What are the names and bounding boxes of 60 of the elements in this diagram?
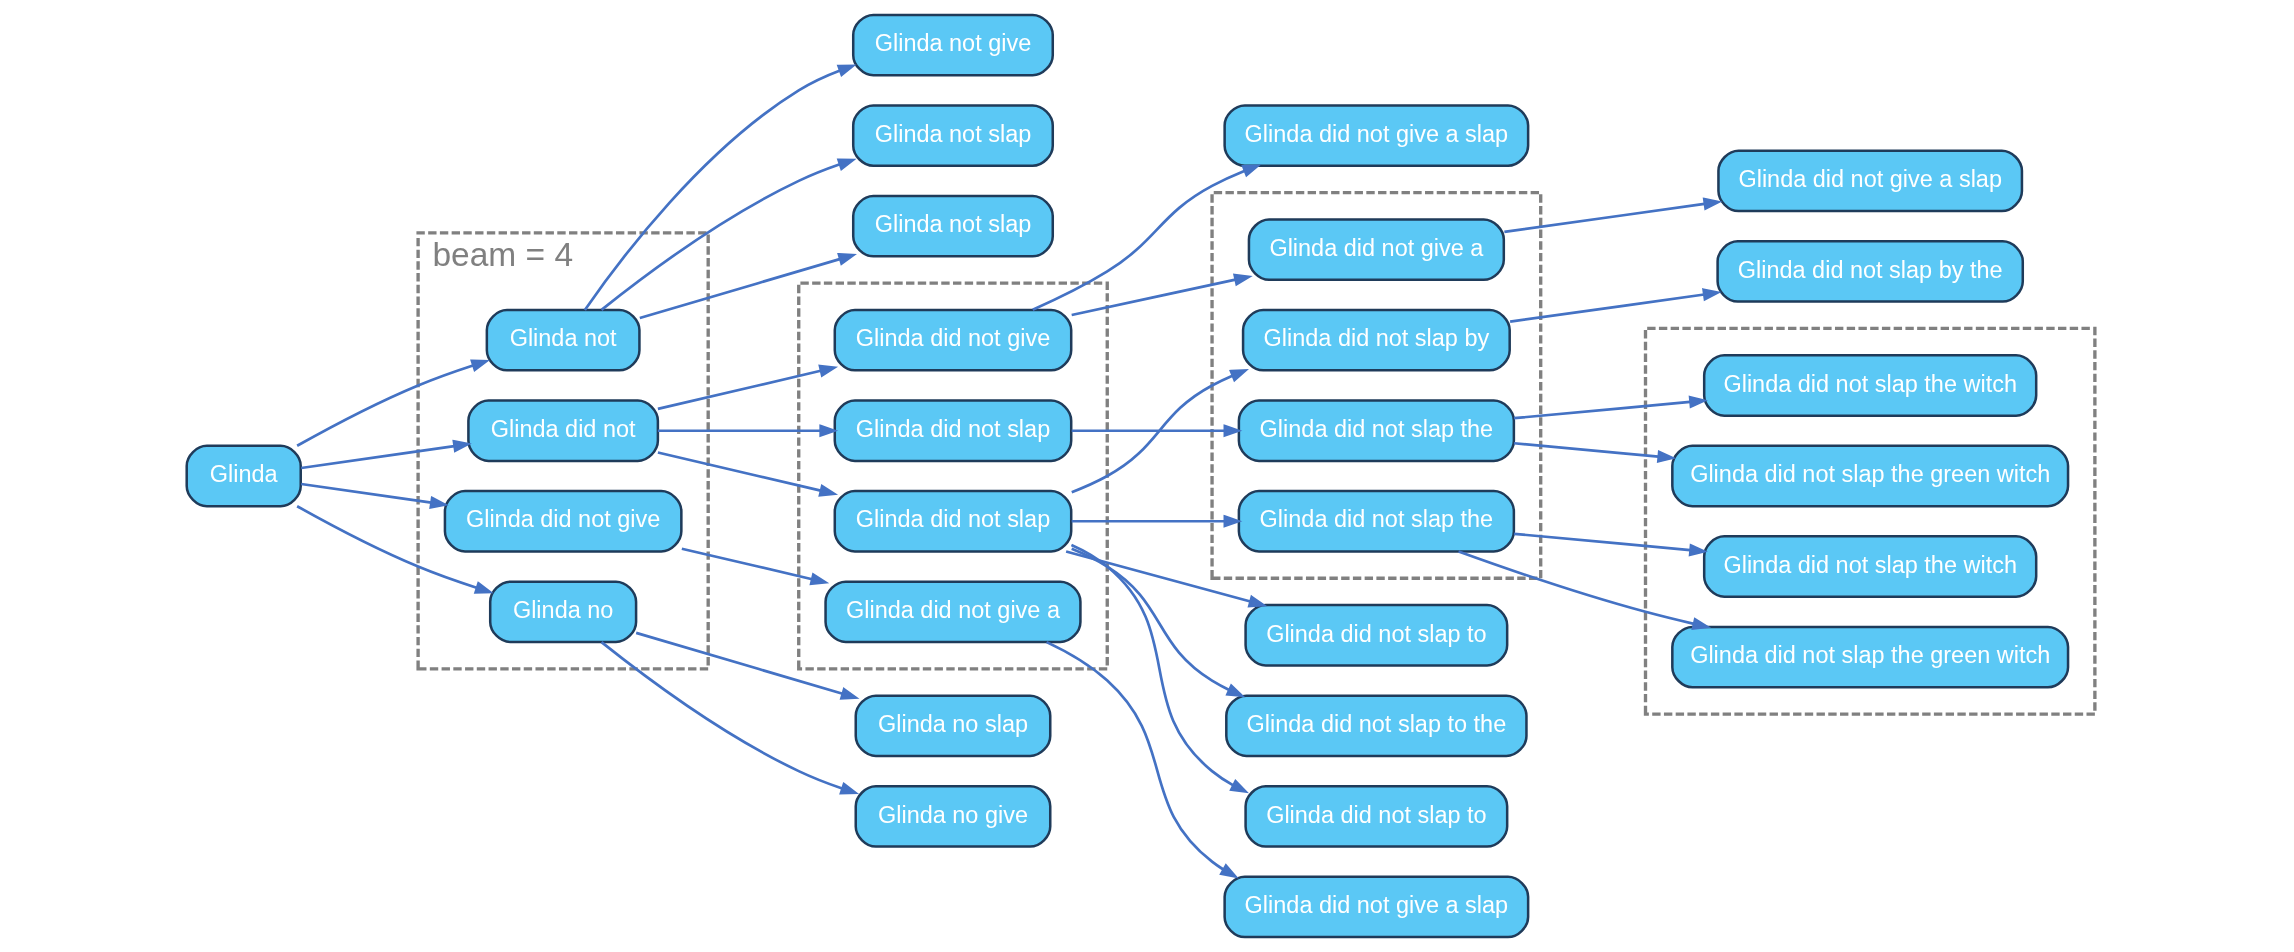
node-box: Glinda did not slap to the <box>1224 694 1528 758</box>
node-box: Glinda did not <box>466 399 659 463</box>
arrow <box>1513 532 1708 557</box>
node-box: Glinda did not slap the witch <box>1702 535 2037 598</box>
arrow <box>1457 550 1711 630</box>
node-box: Glinda did not give <box>833 308 1072 372</box>
cluster <box>1643 326 2097 716</box>
node-box: Glinda did not slap <box>833 489 1072 553</box>
arrow <box>1503 197 1722 234</box>
cluster <box>1209 190 1542 580</box>
node-box: Glinda not give <box>851 13 1054 77</box>
node-box: Glinda no slap <box>854 694 1051 758</box>
arrow <box>1509 288 1722 323</box>
node-box: Glinda not slap <box>851 104 1054 168</box>
arrow <box>681 547 829 586</box>
arrow <box>1513 441 1676 464</box>
arrow <box>1045 640 1239 879</box>
node-box: Glinda did not slap the green witch <box>1670 625 2069 689</box>
arrow <box>1071 514 1242 528</box>
node-box: Glinda did not slap the <box>1237 489 1515 553</box>
arrow <box>583 64 857 311</box>
arrow <box>638 253 857 320</box>
arrow <box>600 641 859 795</box>
node-box: Glinda did not give a <box>1247 218 1505 282</box>
node-box: Glinda not <box>485 308 641 372</box>
node-box: Glinda did not slap by <box>1241 308 1511 372</box>
arrow <box>300 482 449 509</box>
cluster <box>796 281 1109 671</box>
arrow <box>1070 368 1249 494</box>
node-box: Glinda did not give a slap <box>1222 104 1529 168</box>
arrow <box>1070 543 1249 794</box>
arrow <box>296 359 490 447</box>
node-box: Glinda no <box>488 580 637 644</box>
node-box: Glinda not slap <box>851 194 1054 258</box>
arrow <box>600 158 857 311</box>
node-box: Glinda did not give a slap <box>1716 149 2023 213</box>
arrow <box>635 631 859 700</box>
arrow <box>1070 273 1253 317</box>
arrow <box>1513 395 1708 420</box>
node-box: Glinda did not slap to <box>1243 784 1508 848</box>
arrow <box>1065 550 1267 608</box>
arrow <box>296 505 494 594</box>
arrow <box>1031 164 1261 311</box>
arrow <box>300 439 472 470</box>
node-box: Glinda did not slap <box>833 399 1072 463</box>
node-box: Glinda no give <box>854 784 1051 848</box>
node-box: Glinda did not slap the witch <box>1702 354 2037 417</box>
node-box: Glinda did not slap the green witch <box>1670 444 2069 508</box>
node-box: Glinda did not give a slap <box>1222 875 1529 939</box>
arrow <box>657 364 838 411</box>
arrow <box>1071 424 1242 438</box>
node-box: Glinda did not give <box>443 489 683 553</box>
arrow <box>1070 547 1245 698</box>
arrow <box>657 451 838 497</box>
node-box: Glinda did not slap by the <box>1715 240 2024 303</box>
node-box: Glinda <box>184 444 302 508</box>
node-box: Glinda did not slap to <box>1243 603 1508 667</box>
arrow <box>657 424 838 438</box>
node-box: Glinda did not slap the <box>1237 399 1515 463</box>
node-box: Glinda did not give a <box>823 580 1082 644</box>
